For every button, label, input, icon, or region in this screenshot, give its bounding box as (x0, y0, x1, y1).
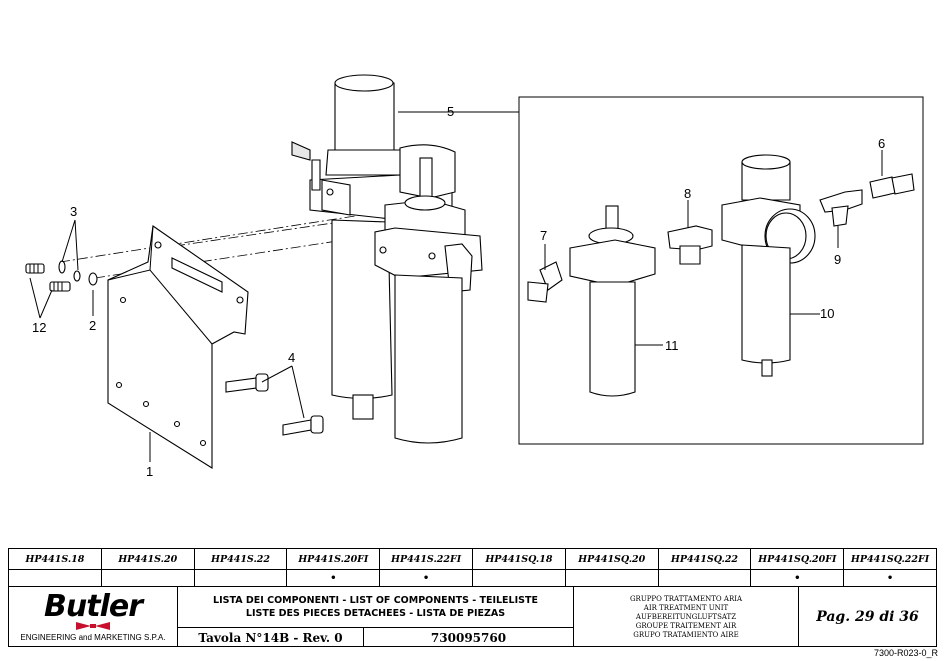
page-number: Pag. 29 di 36 (816, 609, 919, 625)
group-name-line: GRUPO TRATAMIENTO AIRE (633, 630, 739, 639)
list-title: LISTA DEI COMPONENTI - LIST OF COMPONENT… (178, 587, 573, 628)
callout-9: 9 (834, 252, 841, 267)
logo-wordmark: Butler (44, 589, 143, 624)
model-cell: HP441S.20FI (287, 549, 381, 569)
filter-regulator-unit (291, 74, 483, 444)
model-cell: HP441S.20 (102, 549, 195, 569)
applicability-cell (566, 570, 659, 586)
callout-11: 11 (665, 338, 679, 353)
callout-10: 10 (820, 306, 834, 321)
model-cell: HP441SQ.22 (659, 549, 752, 569)
part-code: 730095760 (430, 630, 507, 645)
group-name-line: AUFBEREITUNGLUFTSATZ (635, 612, 737, 621)
model-cell: HP441SQ.20FI (751, 549, 845, 569)
callout-8: 8 (684, 186, 691, 201)
title-block: HP441S.18 HP441S.20 HP441S.22 HP441S.20F… (8, 548, 937, 647)
company-logo: Butler ENGINEERING and MARKETING S.P.A. (9, 587, 178, 647)
model-cell: HP441SQ.18 (473, 549, 566, 569)
list-info: LISTA DEI COMPONENTI - LIST OF COMPONENT… (178, 587, 574, 647)
group-name-line: GROUPE TRAITEMENT AIR (635, 621, 737, 630)
model-cell: HP441SQ.20 (566, 549, 659, 569)
mounting-bracket (107, 225, 249, 469)
model-cell: HP441SQ.22FI (850, 553, 930, 565)
fitting-6 (869, 173, 915, 199)
callout-2: 2 (89, 318, 96, 333)
list-title-line: LISTE DES PIECES DETACHEES - LISTA DE PI… (245, 608, 506, 619)
washers (58, 260, 98, 286)
group-name: GRUPPO TRATTAMENTO ARIA AIR TREATMENT UN… (574, 587, 799, 647)
callout-5: 5 (447, 104, 454, 119)
callout-12: 12 (32, 320, 46, 335)
model-cell: HP441S.18 (9, 549, 102, 569)
applicability-cell: • (380, 570, 473, 586)
callout-4: 4 (288, 350, 295, 365)
callout-1: 1 (146, 464, 153, 479)
logo-tagline: ENGINEERING and MARKETING S.P.A. (20, 633, 166, 642)
callout-6: 6 (878, 136, 885, 151)
callout-7: 7 (540, 228, 547, 243)
group-name-line: AIR TREATMENT UNIT (643, 603, 729, 612)
fitting-8 (667, 225, 713, 265)
applicability-cell: • (751, 570, 845, 586)
callout-3: 3 (70, 204, 77, 219)
model-cell: HP441S.22FI (380, 549, 473, 569)
list-title-line: LISTA DEI COMPONENTI - LIST OF COMPONENT… (213, 595, 538, 606)
applicability-cell (659, 570, 752, 586)
model-header-row: HP441S.18 HP441S.20 HP441S.22 HP441S.20F… (9, 549, 936, 569)
applicability-cell (473, 570, 566, 586)
filter-regulator-10 (721, 154, 816, 377)
document-reference: 7300-R023-0_R (873, 648, 938, 658)
detail-frame (518, 96, 924, 445)
model-cell: HP441S.22 (195, 549, 288, 569)
info-row: Butler ENGINEERING and MARKETING S.P.A. … (9, 586, 936, 647)
group-name-line: GRUPPO TRATTAMENTO ARIA (629, 594, 743, 603)
table-revision: Tavola N°14B - Rev. 0 (178, 628, 364, 647)
table-info: Tavola N°14B - Rev. 0 730095760 (178, 628, 573, 647)
applicability-row: • • • • (9, 569, 936, 586)
screw-4 (225, 373, 324, 436)
bow-tie-icon (76, 622, 110, 630)
elbow-fitting-9 (819, 189, 863, 227)
applicability-cell: • (287, 570, 381, 586)
filter-11 (569, 205, 656, 397)
screw-12 (25, 263, 71, 292)
applicability-cell: • (886, 572, 894, 584)
exploded-parts-drawing: 1 2 3 4 5 6 7 8 9 10 11 12 (25, 74, 924, 479)
applicability-cell (102, 570, 195, 586)
applicability-cell (195, 570, 288, 586)
applicability-cell (9, 570, 102, 586)
